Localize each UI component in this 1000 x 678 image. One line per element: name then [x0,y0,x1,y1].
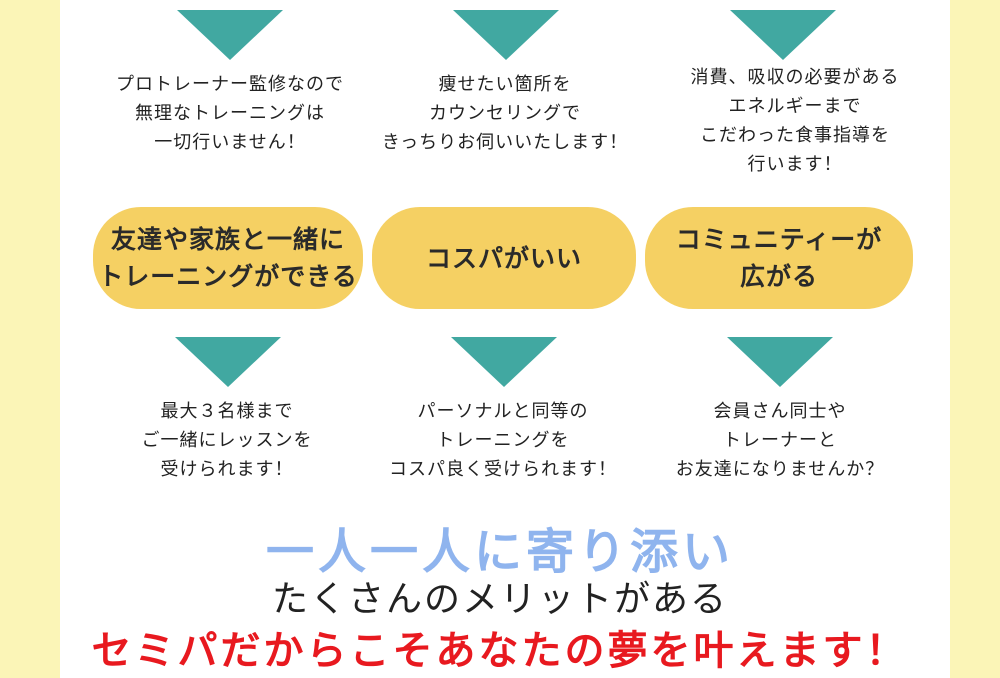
benefit-detail-2: パーソナルと同等の トレーニングを コスパ良く受けられます！ [353,397,653,484]
pill-text-line: 広がる [739,262,818,291]
feature-pill-2: コスパがいい [372,207,636,309]
text-line: 無理なトレーニングは [135,103,325,124]
benefit-detail-1: 最大３名様まで ご一緒にレッスンを 受けられます！ [77,397,377,484]
text-line: パーソナルと同等の [417,401,589,422]
down-triangle-icon [727,337,833,387]
feature-pill-3: コミュニティーが 広がる [645,207,913,309]
text-line: エネルギーまで [728,96,862,117]
benefit-description-3: 消費、吸収の必要がある エネルギーまで こだわった食事指導を 行います！ [645,63,945,179]
down-triangle-icon [451,337,557,387]
benefit-description-2: 痩せたい箇所を カウンセリングで きっちりお伺いいたします！ [355,70,655,157]
text-line: こだわった食事指導を [700,125,890,146]
benefit-description-1: プロトレーナー監修なので 無理なトレーニングは 一切行いません！ [80,70,380,157]
text-line: 行います！ [747,154,843,175]
pill-text-line: トレーニングができる [98,262,358,291]
down-triangle-icon [175,337,281,387]
text-line: プロトレーナー監修なので [116,74,344,95]
text-line: きっちりお伺いいたします！ [381,132,629,153]
text-line: ご一緒にレッスンを [141,430,313,451]
down-triangle-icon [177,10,283,60]
down-triangle-icon [730,10,836,60]
text-line: トレーニングを [436,430,570,451]
text-line: 一切行いません！ [154,132,306,153]
pill-text-line: コミュニティーが [675,225,883,254]
text-line: コスパ良く受けられます！ [389,459,617,480]
text-line: トレーナーと [723,430,837,451]
pill-text-line: コスパがいい [425,243,582,273]
text-line: お友達になりませんか？ [675,459,885,480]
text-line: 会員さん同士や [713,401,847,422]
pill-text-line: 友達や家族と一緒に [110,225,345,254]
text-line: 受けられます！ [160,459,294,480]
subline: たくさんのメリットがある [271,579,728,620]
text-line: 痩せたい箇所を [438,74,572,95]
benefit-detail-3: 会員さん同士や トレーナーと お友達になりませんか？ [630,397,930,484]
down-triangle-icon [453,10,559,60]
feature-pill-1: 友達や家族と一緒に トレーニングができる [93,207,363,309]
headline: 一人一人に寄り添い [265,524,734,580]
text-line: 消費、吸収の必要がある [690,67,900,88]
text-line: 最大３名様まで [160,401,294,422]
text-line: カウンセリングで [429,103,581,124]
slogan: セミパだからこそあなたの夢を叶えます！ [91,628,909,674]
